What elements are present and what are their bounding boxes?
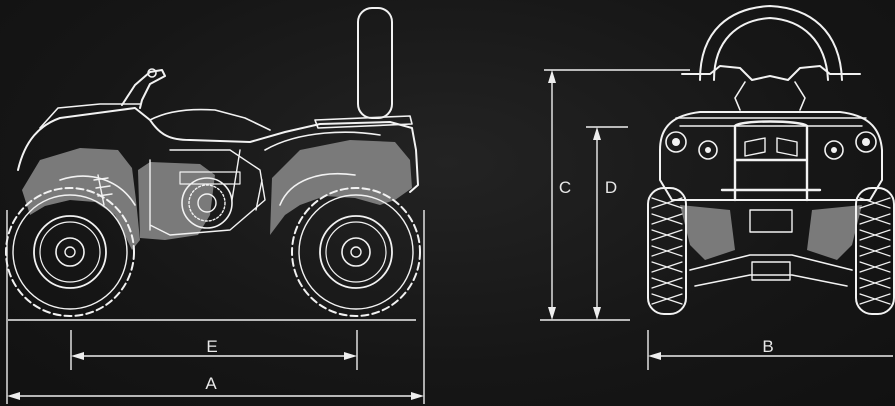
- side-front-fender-panel: [22, 148, 140, 250]
- dimension-e: [70, 330, 358, 370]
- side-front-shock: [93, 174, 113, 206]
- front-rack: [675, 117, 867, 127]
- front-right-tire: [855, 187, 895, 315]
- side-rear-wheel: [291, 187, 421, 317]
- side-frame-panel: [138, 162, 215, 240]
- label-e: E: [206, 337, 217, 356]
- front-left-tire: [647, 187, 687, 315]
- front-steering-wheel: [699, 5, 843, 81]
- dimension-d: [593, 127, 601, 320]
- side-front-wheel: [5, 187, 135, 317]
- front-handlebar: [681, 65, 861, 81]
- front-left-fender-panel: [680, 205, 735, 260]
- front-grille: [749, 209, 793, 233]
- front-right-fender-panel: [807, 205, 862, 260]
- front-view-atv: [647, 5, 895, 315]
- side-seat: [149, 108, 271, 131]
- side-inner-lines: [149, 149, 266, 236]
- front-headlights: [665, 131, 877, 160]
- side-view-atv: [5, 7, 421, 317]
- side-engine: [179, 171, 241, 229]
- side-handlebar-grip: [147, 68, 157, 78]
- label-a: A: [205, 374, 217, 393]
- dimension-b: [647, 330, 893, 370]
- side-body-outline: [17, 107, 419, 193]
- side-rear-shock: [255, 179, 263, 211]
- front-mirror-mounts: [734, 81, 806, 111]
- front-bumper: [720, 120, 822, 202]
- label-d: D: [605, 178, 617, 197]
- front-skid-plate: [751, 261, 791, 281]
- side-tall-stack: [357, 7, 393, 119]
- side-handlebar: [121, 69, 166, 109]
- label-b: B: [762, 337, 773, 356]
- front-a-arms: [689, 254, 853, 287]
- side-rear-fender-panel: [270, 140, 412, 235]
- dimension-a: [6, 210, 425, 404]
- label-c: C: [559, 178, 571, 197]
- side-front-rack: [39, 103, 141, 129]
- front-body-outline: [659, 111, 883, 201]
- dimension-c: [548, 70, 556, 320]
